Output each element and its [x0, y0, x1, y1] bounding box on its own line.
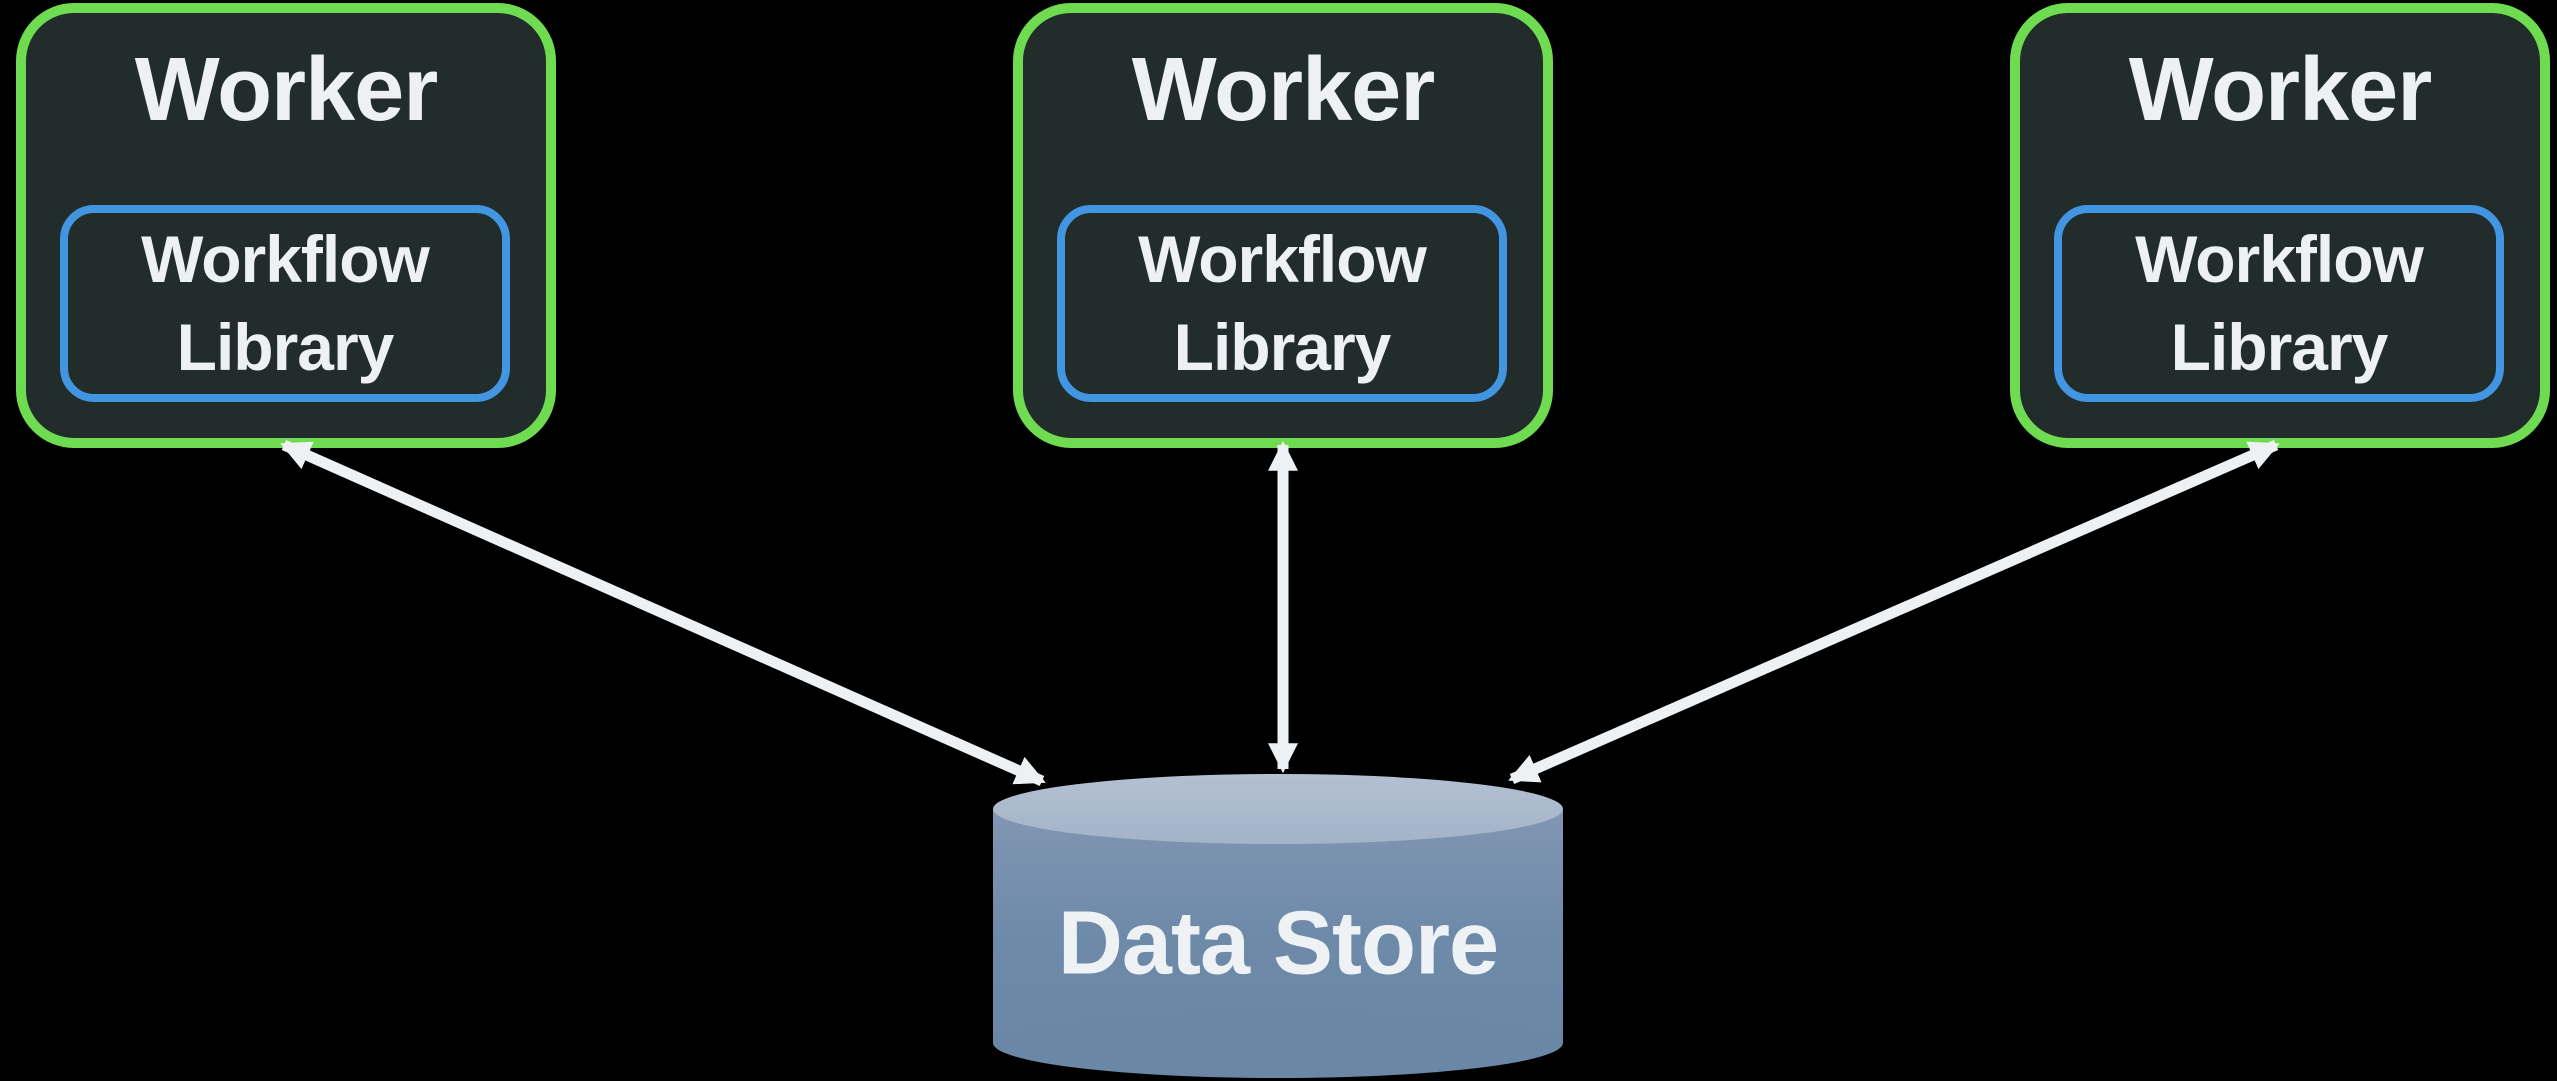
worker-node-1: Worker Workflow Library: [16, 3, 556, 448]
datastore-label: Data Store: [1057, 893, 1499, 994]
worker-node-3: Worker Workflow Library: [2010, 3, 2550, 448]
arrow-worker3-datastore: [1508, 439, 2280, 785]
datastore-node: Data Store: [993, 774, 1563, 1078]
cylinder-bottom: [993, 1008, 1563, 1078]
cylinder-body: [993, 809, 1563, 1043]
worker-node-2: Worker Workflow Library: [1013, 3, 1553, 448]
workflow-library-node: Workflow Library: [60, 205, 510, 402]
workflow-library-label: Workflow Library: [2135, 222, 2424, 384]
worker-title: Worker: [2128, 40, 2432, 140]
workflow-library-node: Workflow Library: [1057, 205, 1507, 402]
cylinder-top-ellipse: [993, 774, 1563, 844]
workflow-library-node: Workflow Library: [2054, 205, 2504, 402]
arrow-worker1-datastore: [280, 439, 1046, 787]
workflow-library-label: Workflow Library: [141, 222, 430, 384]
workflow-library-label: Workflow Library: [1138, 222, 1427, 384]
worker-title: Worker: [134, 40, 438, 140]
worker-title: Worker: [1131, 40, 1435, 140]
